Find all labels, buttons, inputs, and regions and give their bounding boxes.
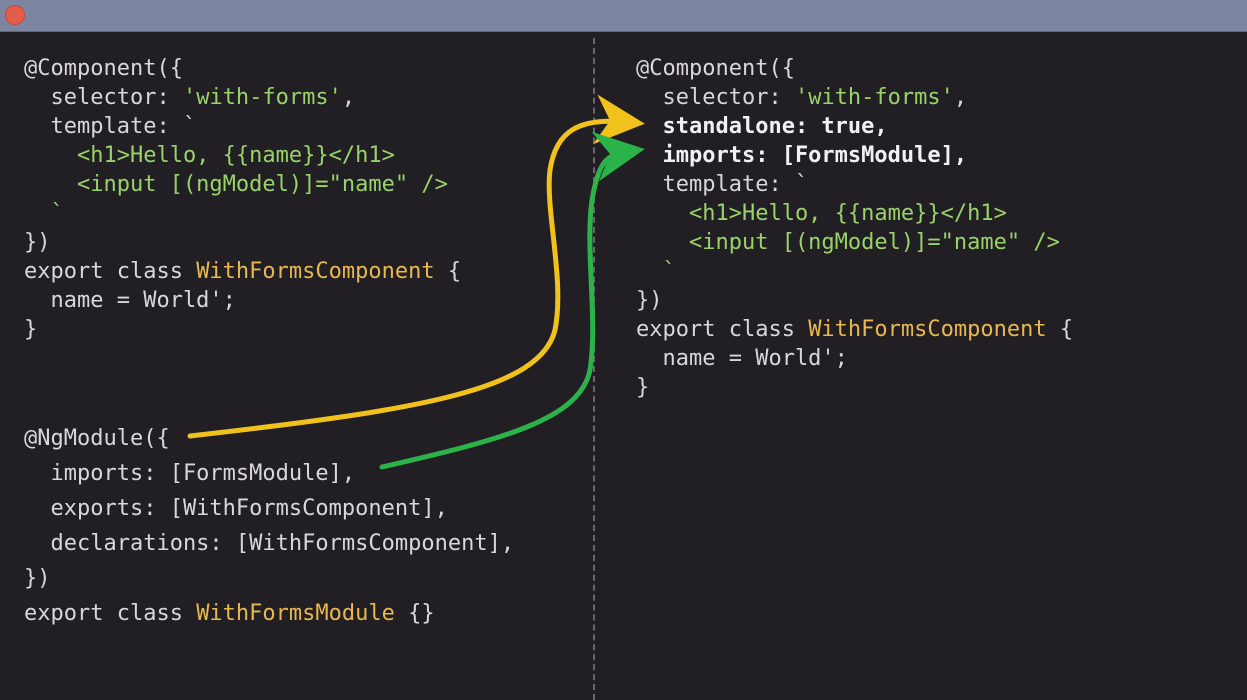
code-line: <h1>Hello, {{name}}</h1> [24, 141, 461, 170]
code-line: standalone: true, [636, 112, 1073, 141]
property-token: selector: [24, 85, 183, 110]
code-line: <h1>Hello, {{name}}</h1> [636, 199, 1073, 228]
code-line: export class WithFormsComponent { [636, 315, 1073, 344]
code-line: @Component({ [636, 54, 1073, 83]
template-token: <input [(ngModel)]="name" /> [24, 172, 448, 197]
code-line: selector: 'with-forms', [636, 83, 1073, 112]
code-line: imports: [FormsModule], [636, 141, 1073, 170]
punct-token: }) [24, 230, 51, 255]
decorator-token: @Component({ [636, 56, 795, 81]
code-line: name = World'; [24, 286, 461, 315]
window-titlebar [0, 0, 1247, 32]
template-token: ` [24, 201, 64, 226]
property-token: template: ` [636, 172, 809, 197]
imports-property-token: imports: [FormsModule], [636, 143, 968, 168]
code-line: }) [24, 561, 514, 596]
class-name-token: WithFormsModule [196, 601, 395, 626]
close-icon[interactable] [5, 5, 25, 25]
template-token: ` [636, 259, 676, 284]
code-line: } [636, 373, 1073, 402]
code-line: declarations: [WithFormsComponent], [24, 526, 514, 561]
punct-token: { [434, 259, 462, 284]
punct-token: }) [24, 566, 51, 591]
standalone-property-token: standalone: true, [636, 114, 888, 139]
keyword-token: export class [636, 317, 809, 342]
code-line: <input [(ngModel)]="name" /> [636, 228, 1073, 257]
code-line: @Component({ [24, 54, 461, 83]
decorator-token: @NgModule({ [24, 426, 170, 451]
class-name-token: WithFormsComponent [196, 259, 435, 284]
string-token: 'with-forms' [182, 85, 342, 110]
left-component-code: @Component({ selector: 'with-forms', tem… [24, 54, 461, 344]
property-token: template: ` [24, 114, 197, 139]
keyword-token: export class [24, 259, 197, 284]
property-token: selector: [636, 85, 795, 110]
code-line: selector: 'with-forms', [24, 83, 461, 112]
punct-token: } [636, 375, 650, 400]
code-line: exports: [WithFormsComponent], [24, 491, 514, 526]
left-ngmodule-code: @NgModule({ imports: [FormsModule], expo… [24, 421, 514, 631]
template-token: <h1>Hello, {{name}}</h1> [636, 201, 1007, 226]
punct-token: , [341, 85, 356, 110]
code-line: ` [636, 257, 1073, 286]
code-line: @NgModule({ [24, 421, 514, 456]
punct-token: }) [636, 288, 663, 313]
string-token: 'with-forms' [794, 85, 954, 110]
property-token: name = World'; [636, 346, 848, 371]
punct-token: } [24, 317, 38, 342]
property-token: name = World'; [24, 288, 236, 313]
right-standalone-component-code: @Component({ selector: 'with-forms', sta… [636, 54, 1073, 402]
code-line: template: ` [24, 112, 461, 141]
punct-token: { [1046, 317, 1074, 342]
code-line: name = World'; [636, 344, 1073, 373]
keyword-token: export class [24, 601, 197, 626]
code-line: <input [(ngModel)]="name" /> [24, 170, 461, 199]
template-token: <input [(ngModel)]="name" /> [636, 230, 1060, 255]
property-token: declarations: [WithFormsComponent], [24, 531, 515, 556]
code-line: }) [636, 286, 1073, 315]
code-line: export class WithFormsModule {} [24, 596, 514, 631]
template-token: <h1>Hello, {{name}}</h1> [24, 143, 395, 168]
property-token: imports: [FormsModule], [24, 461, 356, 486]
property-token: exports: [WithFormsComponent], [24, 496, 448, 521]
class-name-token: WithFormsComponent [808, 317, 1047, 342]
code-line: export class WithFormsComponent { [24, 257, 461, 286]
code-line: }) [24, 228, 461, 257]
punct-token: {} [394, 601, 435, 626]
code-line: ` [24, 199, 461, 228]
code-line: template: ` [636, 170, 1073, 199]
code-line: imports: [FormsModule], [24, 456, 514, 491]
code-line: } [24, 315, 461, 344]
decorator-token: @Component({ [24, 56, 183, 81]
punct-token: , [953, 85, 968, 110]
split-divider [593, 38, 595, 700]
